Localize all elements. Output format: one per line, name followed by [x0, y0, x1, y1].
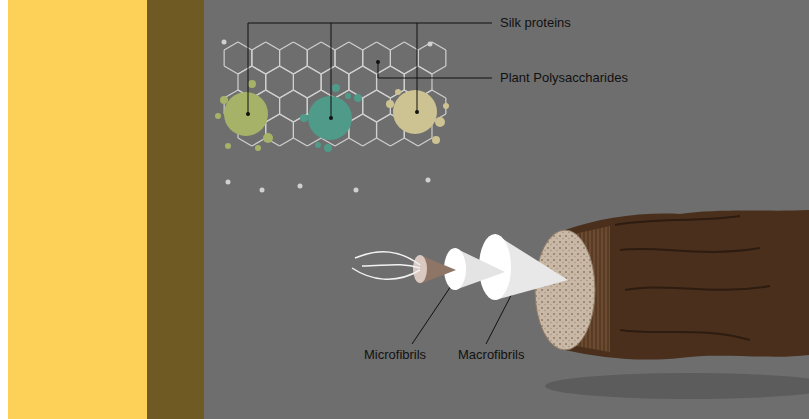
- yellow-layer: [8, 0, 148, 419]
- polysaccharides-label: Plant Polysaccharides: [500, 70, 628, 86]
- microfibrils-label: Microfibrils: [364, 347, 426, 363]
- polysaccharide-network: [222, 40, 446, 193]
- leader-lines: [248, 23, 521, 344]
- macrofibrils-label: Macrofibrils: [458, 347, 524, 363]
- gray-ground: [204, 0, 809, 419]
- olive-layer: [147, 0, 204, 419]
- leader-dots: [246, 60, 523, 282]
- shadow: [545, 373, 809, 399]
- fibril-cones: [352, 234, 568, 300]
- fiber-rope: [535, 210, 809, 360]
- silk-proteins-label: Silk proteins: [500, 15, 571, 31]
- silk-protein-circles: [215, 80, 449, 152]
